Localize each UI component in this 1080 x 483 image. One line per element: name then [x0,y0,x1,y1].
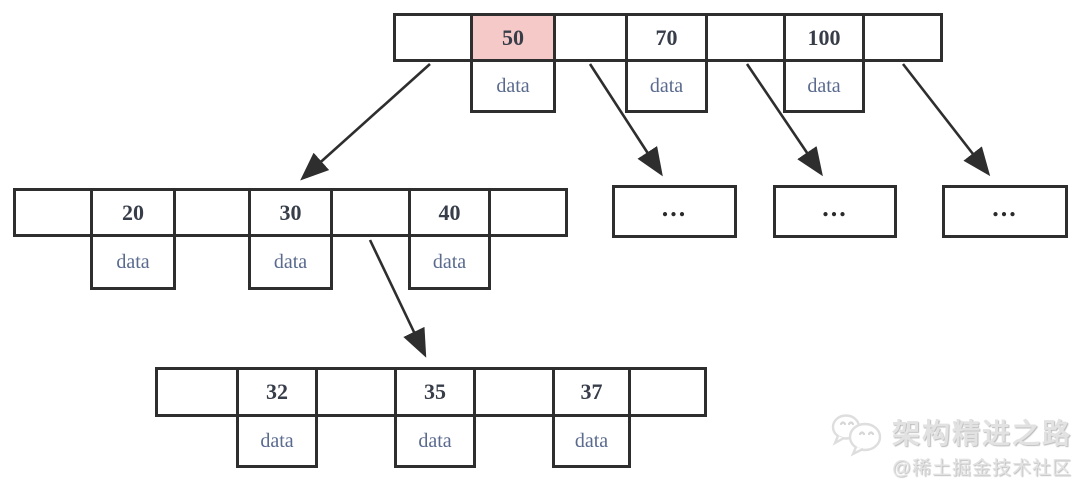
pointer-cell [473,367,555,417]
pointer-cell [155,367,239,417]
collapsed-leaf-node: ... [612,185,737,238]
btree-node-bottom-child: 32 35 37 data data data [155,367,707,468]
pointer-cell [553,13,628,62]
key-cell-100: 100 [783,13,865,62]
pointer-cell [705,13,786,62]
btree-node-left-child: 20 30 40 data data data [13,188,568,290]
ellipsis-label: ... [661,192,688,222]
key-cell-37: 37 [552,367,631,417]
data-box: data [236,414,318,468]
data-box: data [625,59,708,113]
pointer-cell [315,367,397,417]
ellipsis-label: ... [992,192,1018,222]
pointer-cell [13,188,93,237]
watermark-subtitle: @稀土掘金技术社区 [891,458,1072,480]
ellipsis-label: ... [822,192,848,222]
data-box: data [90,234,176,290]
pointer-cell [862,13,943,62]
key-cell-30: 30 [248,188,333,237]
key-cell-40: 40 [408,188,491,237]
watermark: 架构精进之路 @稀土掘金技术社区 [828,411,1072,479]
pointer-cell [173,188,251,237]
key-cell-32: 32 [236,367,318,417]
data-box: data [470,59,556,113]
collapsed-leaf-node: ... [942,185,1068,238]
watermark-title: 架构精进之路 [891,418,1072,450]
data-box: data [248,234,333,290]
chat-bubbles-icon [828,411,886,457]
data-box: data [552,414,631,468]
pointer-cell [628,367,707,417]
key-cell-35: 35 [394,367,476,417]
key-cell-20: 20 [90,188,176,237]
pointer-cell [330,188,411,237]
data-box: data [408,234,491,290]
arrow-root-to-left-child [300,63,431,181]
data-box: data [783,59,865,113]
collapsed-leaf-node: ... [773,185,897,238]
key-cell-70: 70 [625,13,708,62]
key-cell-50: 50 [470,13,556,62]
arrow-root-to-leaf-3 [901,63,991,177]
data-box: data [394,414,476,468]
btree-node-root: 50 70 100 data data data [393,13,943,113]
pointer-cell [488,188,568,237]
pointer-cell [393,13,473,62]
